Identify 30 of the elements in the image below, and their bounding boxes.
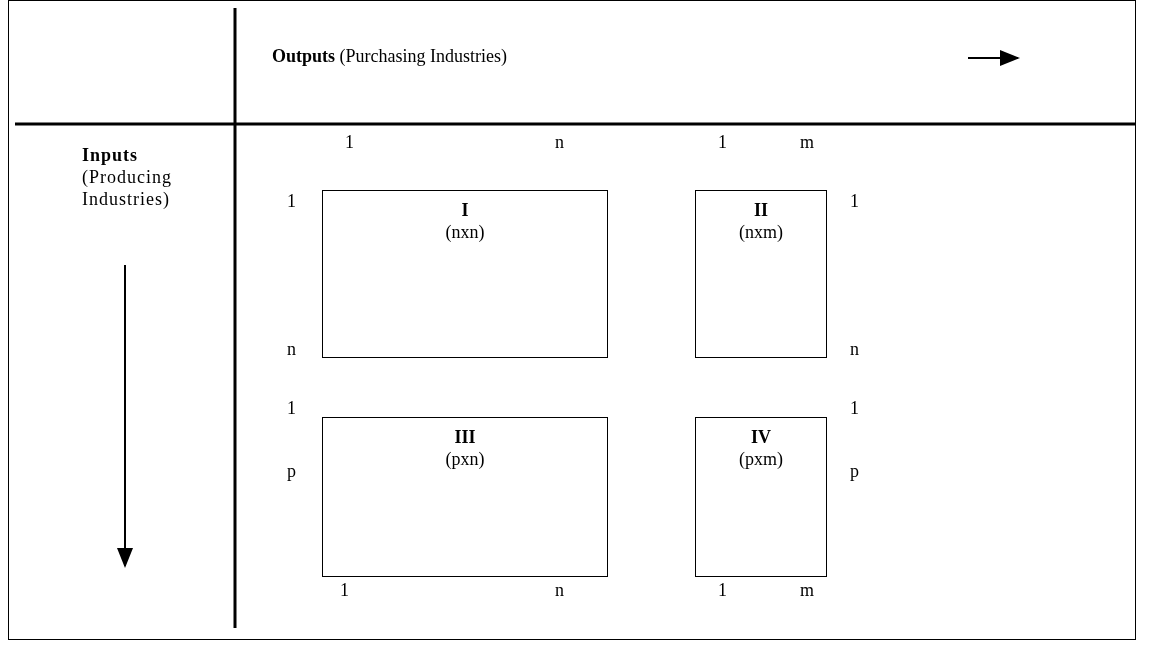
axis-title: Outputs (Purchasing Industries) bbox=[272, 45, 507, 67]
axis-title: Inputs (Producing Industries) bbox=[82, 144, 173, 210]
index-label: 1 bbox=[850, 397, 859, 419]
index-label: 1 bbox=[287, 190, 296, 212]
index-label: p bbox=[850, 460, 859, 482]
index-label: 1 bbox=[850, 190, 859, 212]
block-numeral: I bbox=[460, 199, 470, 221]
index-label: 1 bbox=[718, 579, 727, 601]
index-label: 1 bbox=[345, 131, 354, 153]
matrix-block bbox=[322, 190, 608, 358]
index-label: n bbox=[287, 338, 296, 360]
matrix-block bbox=[322, 417, 608, 577]
index-label: n bbox=[555, 131, 564, 153]
block-dimension: (nxm) bbox=[738, 221, 784, 243]
index-label: n bbox=[850, 338, 859, 360]
block-dimension: (pxn) bbox=[444, 448, 486, 470]
block-dimension: (pxm) bbox=[738, 448, 784, 470]
block-numeral: II bbox=[753, 199, 769, 221]
index-label: 1 bbox=[718, 131, 727, 153]
index-label: 1 bbox=[340, 579, 349, 601]
index-label: n bbox=[555, 579, 564, 601]
index-label: m bbox=[800, 579, 814, 601]
block-numeral: III bbox=[453, 426, 477, 448]
block-numeral: IV bbox=[750, 426, 772, 448]
block-dimension: (nxn) bbox=[444, 221, 486, 243]
index-label: m bbox=[800, 131, 814, 153]
matrix-block bbox=[695, 417, 827, 577]
matrix-block bbox=[695, 190, 827, 358]
index-label: 1 bbox=[287, 397, 296, 419]
index-label: p bbox=[287, 460, 296, 482]
